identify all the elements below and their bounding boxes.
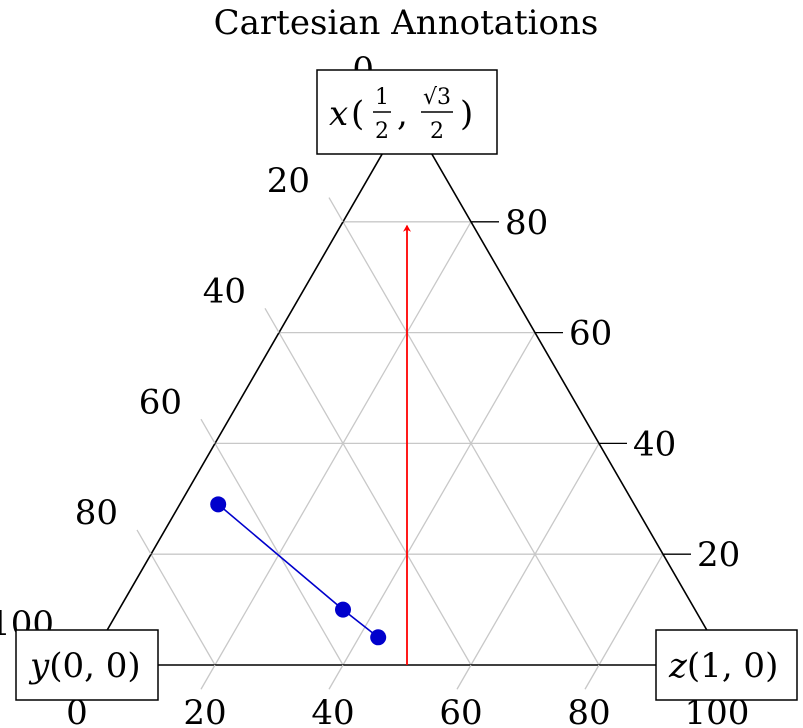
bottom-tick-label-80: 80 (567, 693, 610, 728)
left-tick-label-80: 80 (75, 493, 118, 533)
corner-left-var: y (28, 646, 50, 686)
grid-line-y-40 (278, 332, 472, 666)
right-tick-label-80: 80 (505, 203, 548, 243)
corner-top-comma: , (397, 94, 408, 134)
left-tick-mark-1 (136, 529, 152, 555)
corner-right-var: z (668, 646, 688, 686)
corner-top-frac2-num: √3 (423, 85, 451, 110)
corner-label-right: z(1, 0) (655, 629, 798, 701)
left-tick-mark-4 (328, 197, 344, 223)
bottom-tick-label-0: 0 (66, 693, 88, 728)
left-tick-label-40: 40 (203, 272, 246, 312)
right-axis-ticks: 20 40 60 80 (505, 203, 740, 575)
left-tick-mark-2 (200, 418, 216, 444)
right-tick-label-40: 40 (633, 424, 676, 464)
bottom-tick-label-40: 40 (311, 693, 354, 728)
grid-line-y-60 (214, 443, 344, 666)
chart-title: Cartesian Annotations (214, 3, 599, 43)
data-point-0-0 (210, 496, 227, 513)
left-tick-label-20: 20 (267, 161, 310, 201)
corner-label-left: y(0, 0) (15, 629, 159, 701)
corner-top-frac2-den: 2 (430, 119, 444, 144)
corner-top-frac1-num: 1 (375, 85, 389, 110)
grid (150, 221, 664, 666)
corner-top-paren-open: ( (351, 94, 364, 134)
left-tick-label-60: 60 (139, 382, 182, 422)
right-tick-label-20: 20 (697, 535, 740, 575)
corner-box-left (15, 629, 159, 701)
bottom-tick-mark-3 (456, 664, 472, 690)
bottom-tick-mark-2 (328, 664, 344, 690)
bottom-tick-label-20: 20 (183, 693, 226, 728)
series-group (210, 496, 387, 646)
corner-left-coords: (0, 0) (49, 646, 140, 686)
bottom-tick-label-60: 60 (439, 693, 482, 728)
grid-line-z-40 (342, 332, 536, 666)
right-tick-label-60: 60 (569, 314, 612, 354)
corner-top-paren-close: ) (460, 94, 473, 134)
grid-line-y-80 (150, 553, 216, 666)
corner-box-right (655, 629, 798, 701)
corner-box-top (316, 69, 498, 155)
corner-left-label: y(0, 0) (28, 646, 141, 686)
data-point-0-2 (370, 629, 387, 646)
corner-top-frac1-den: 2 (375, 119, 389, 144)
corner-top-var: x (329, 94, 348, 134)
corner-right-label: z(1, 0) (668, 646, 778, 686)
corner-label-top: x ( 1 2 , √3 2 ) (316, 69, 498, 155)
data-point-0-1 (335, 601, 351, 618)
bottom-tick-mark-1 (200, 664, 216, 690)
grid-line-z-80 (598, 553, 664, 666)
grid-line-z-60 (470, 443, 600, 666)
bottom-tick-mark-4 (584, 664, 600, 690)
corner-right-coords: (1, 0) (687, 646, 778, 686)
left-tick-mark-3 (264, 308, 280, 333)
